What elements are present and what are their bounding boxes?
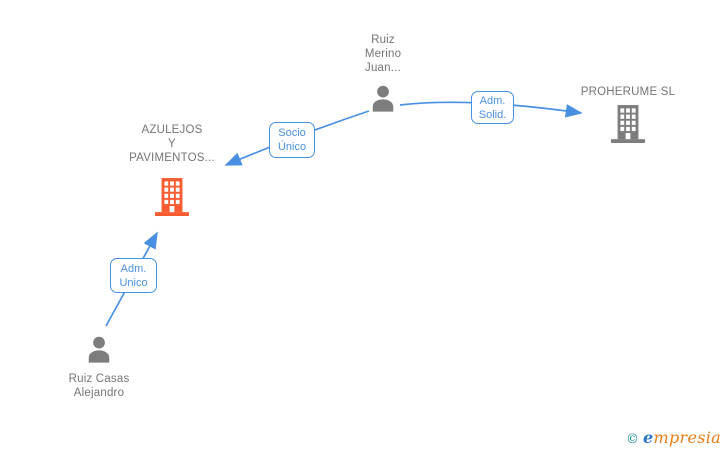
edge-label-adm-unico[interactable]: Adm. Unico bbox=[110, 258, 157, 293]
copyright-icon: © bbox=[626, 432, 640, 447]
node-person-ruiz-casas[interactable]: Ruiz Casas Alejandro bbox=[59, 336, 139, 400]
node-company-azulejos[interactable]: AZULEJOS Y PAVIMENTOS... bbox=[124, 123, 220, 216]
node-label: Ruiz Merino Juan... bbox=[364, 34, 402, 74]
person-icon bbox=[372, 85, 394, 112]
node-person-ruiz-merino[interactable]: Ruiz Merino Juan... bbox=[338, 33, 428, 112]
node-label: Ruiz Casas Alejandro bbox=[68, 373, 130, 399]
building-icon bbox=[154, 178, 190, 216]
edge-label-socio-unico[interactable]: Socio Único bbox=[269, 122, 315, 158]
brand-wordmark: empresia bbox=[643, 428, 721, 447]
node-company-proherume[interactable]: PROHERUME SL bbox=[573, 85, 683, 143]
node-label: PROHERUME SL bbox=[580, 86, 676, 98]
edge-label-adm-solid[interactable]: Adm. Solid. bbox=[471, 91, 514, 124]
brand-rest: mpresia bbox=[653, 428, 721, 447]
empresia-watermark[interactable]: © empresia bbox=[626, 428, 721, 447]
building-icon bbox=[610, 105, 646, 143]
brand-letter-e: e bbox=[643, 428, 654, 447]
person-icon bbox=[88, 336, 110, 363]
node-label: AZULEJOS Y PAVIMENTOS... bbox=[129, 124, 215, 164]
